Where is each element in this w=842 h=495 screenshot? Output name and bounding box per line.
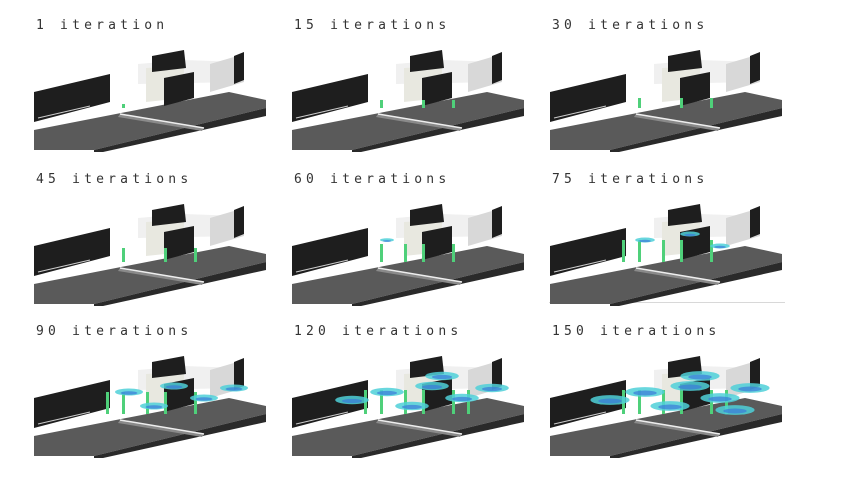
iteration-label: 60 iterations <box>294 172 451 187</box>
building-render <box>34 356 266 460</box>
iteration-panel: 120 iterations <box>292 324 537 460</box>
iteration-panel: 75 iterations <box>550 172 795 308</box>
building-render <box>292 356 524 460</box>
building-render <box>550 204 782 308</box>
iteration-panel: 60 iterations <box>292 172 537 308</box>
iteration-label: 30 iterations <box>552 18 709 33</box>
building-render <box>292 50 524 154</box>
iteration-panel: 150 iterations <box>550 324 795 460</box>
iteration-panel: 30 iterations <box>550 18 795 154</box>
divider-line <box>549 302 785 303</box>
iteration-label: 75 iterations <box>552 172 709 187</box>
building-render <box>292 204 524 308</box>
iteration-label: 1 iteration <box>36 18 169 33</box>
iteration-label: 45 iterations <box>36 172 193 187</box>
iteration-label: 90 iterations <box>36 324 193 339</box>
building-render <box>550 356 782 460</box>
iteration-label: 150 iterations <box>552 324 721 339</box>
iteration-panel: 1 iteration <box>34 18 279 154</box>
iteration-label: 15 iterations <box>294 18 451 33</box>
building-render <box>550 50 782 154</box>
iteration-panel: 15 iterations <box>292 18 537 154</box>
iteration-label: 120 iterations <box>294 324 463 339</box>
building-render <box>34 204 266 308</box>
iteration-panel: 90 iterations <box>34 324 279 460</box>
building-render <box>34 50 266 154</box>
iteration-panel: 45 iterations <box>34 172 279 308</box>
